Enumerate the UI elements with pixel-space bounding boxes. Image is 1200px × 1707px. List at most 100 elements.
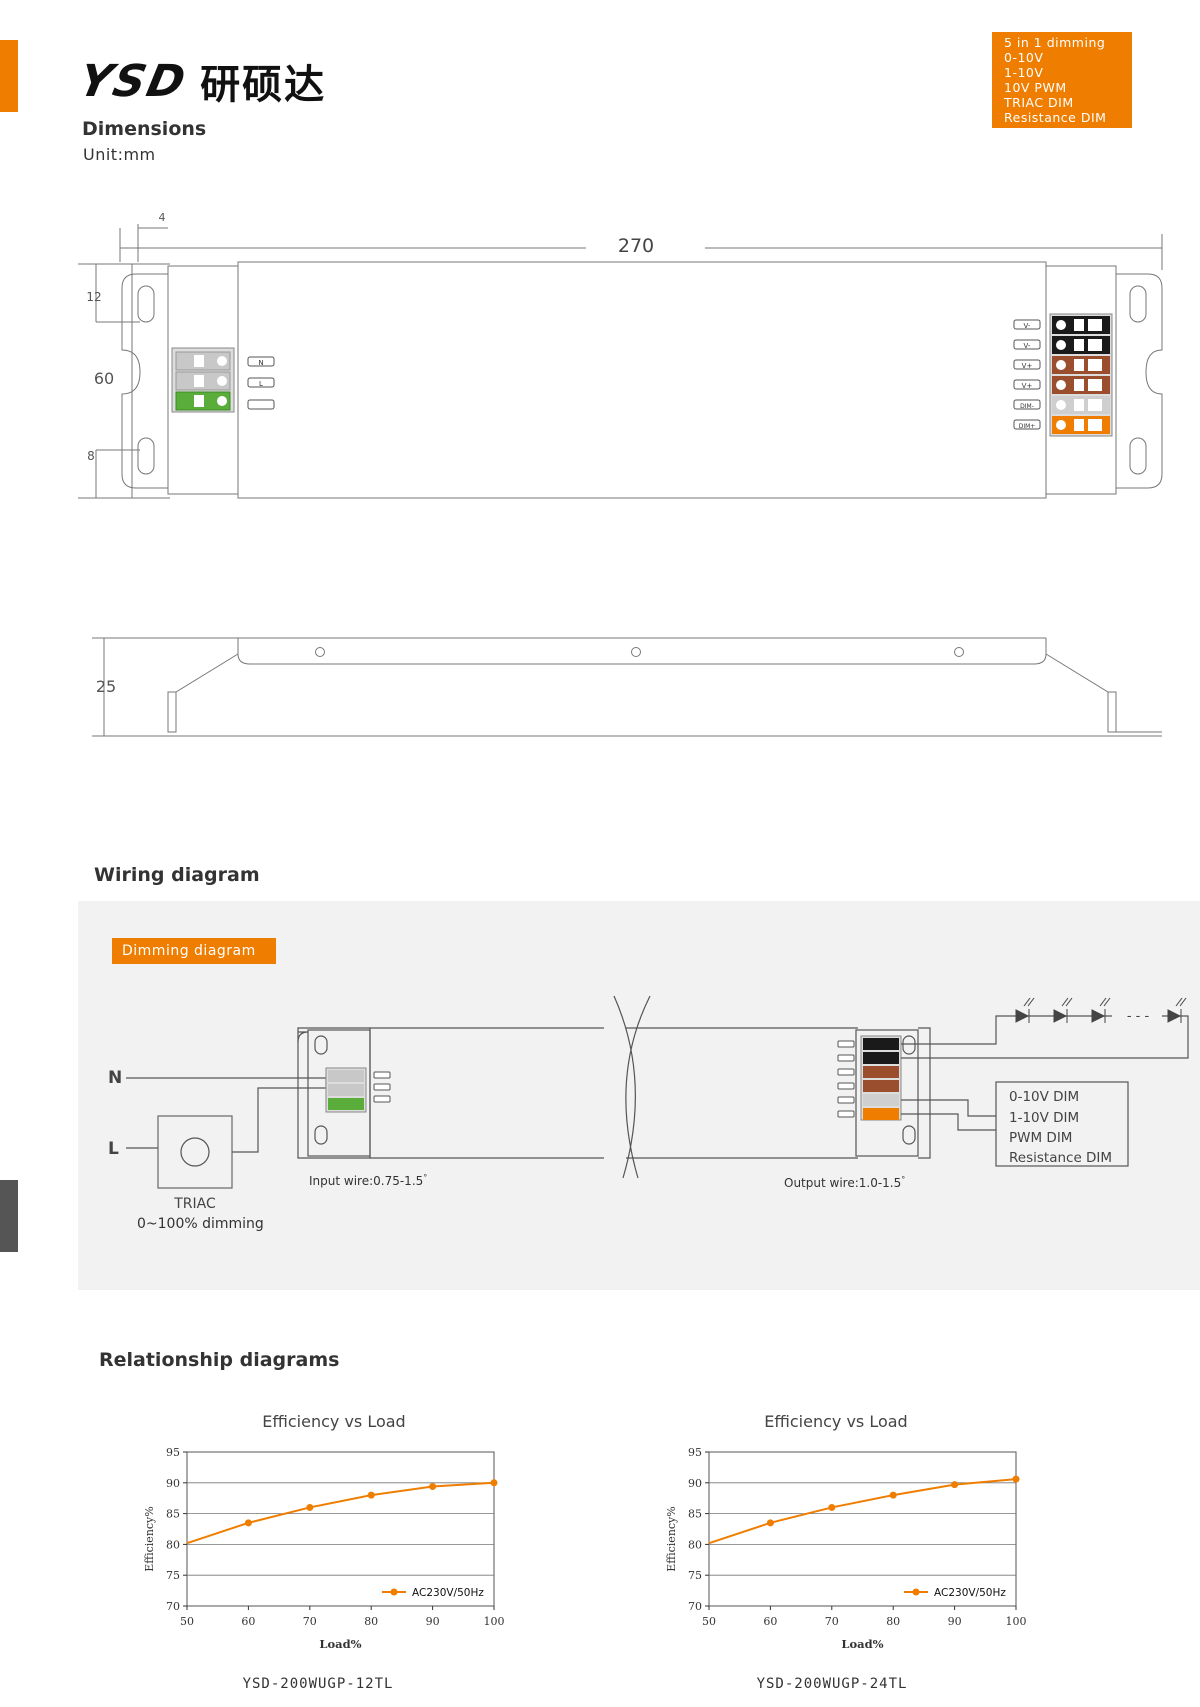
- data-point: [1012, 1475, 1020, 1483]
- data-point: [367, 1491, 375, 1499]
- x-tick-label: 70: [825, 1615, 839, 1628]
- data-point: [828, 1503, 836, 1511]
- data-point: [766, 1519, 774, 1527]
- dim-bottom-margin: 8: [87, 449, 95, 463]
- input-wire-text: Input wire:0.75-1.5: [309, 1174, 424, 1188]
- left-accent-bar: [0, 40, 18, 112]
- output-wire-text: Output wire:1.0-1.5: [784, 1176, 902, 1190]
- badge-line: 1-10V: [1004, 65, 1044, 80]
- x-tick-label: 60: [241, 1615, 255, 1628]
- dim-option: 0-10V DIM: [1009, 1089, 1079, 1105]
- model-name-1: YSD-200WUGP-12TL: [242, 1676, 394, 1692]
- logo-text-cn: 研硕达: [200, 62, 327, 108]
- y-tick-label: 90: [166, 1477, 180, 1490]
- dimming-modes-badge: 5 in 1 dimming 0-10V 1-10V 10V PWM TRIAC…: [992, 32, 1132, 128]
- relationship-title: Relationship diagrams: [99, 1349, 340, 1371]
- series-line: [708, 1478, 1017, 1545]
- y-axis-label: Efficiency%: [143, 1506, 156, 1571]
- x-tick-label: 80: [364, 1615, 378, 1628]
- x-tick-label: 100: [484, 1615, 505, 1628]
- output-term-label: V+: [1022, 362, 1033, 370]
- y-tick-label: 95: [688, 1446, 702, 1459]
- unit-label: Unit:mm: [83, 145, 156, 164]
- legend-swatch-dot: [912, 1588, 920, 1596]
- data-point: [951, 1481, 959, 1489]
- side-view-drawing: 25: [92, 637, 1162, 737]
- dim-option: PWM DIM: [1009, 1130, 1072, 1146]
- triac-range: 0~100% dimming: [137, 1216, 264, 1232]
- output-terminal-block: [1049, 313, 1113, 437]
- dim-width: 60: [94, 369, 114, 388]
- output-term-label: V-: [1024, 342, 1031, 350]
- y-tick-label: 95: [166, 1446, 180, 1459]
- dim-top-margin: 12: [86, 290, 101, 304]
- logo-text-en: YSD: [74, 55, 192, 107]
- chart-1-title: Efficiency vs Load: [262, 1412, 406, 1431]
- dim-length: 270: [618, 235, 654, 257]
- n-label: N: [108, 1068, 122, 1088]
- x-tick-label: 100: [1006, 1615, 1027, 1628]
- badge-line: Resistance DIM: [1004, 110, 1107, 125]
- dim-height: 25: [96, 677, 116, 696]
- data-point: [429, 1482, 437, 1490]
- input-wire-unit: °: [423, 1173, 428, 1182]
- chart-2-title: Efficiency vs Load: [764, 1412, 908, 1431]
- x-axis-label: Load%: [841, 1637, 883, 1651]
- output-term-label: DIM+: [1019, 423, 1036, 430]
- x-tick-label: 80: [886, 1615, 900, 1628]
- y-tick-label: 85: [688, 1508, 702, 1521]
- badge-line: 10V PWM: [1004, 80, 1067, 95]
- plot-area: [186, 1451, 495, 1607]
- y-tick-label: 70: [166, 1600, 180, 1613]
- input-wire-label: Input wire:0.75-1.5°: [309, 1173, 427, 1188]
- wiring-diagram: - - - N L TRIAC 0-10V DIM 1-10V DIM PWM …: [108, 995, 1189, 1212]
- output-term-label: DIM-: [1020, 403, 1034, 410]
- x-tick-label: 50: [702, 1615, 716, 1628]
- data-point: [244, 1519, 252, 1527]
- dim-option: Resistance DIM: [1009, 1150, 1112, 1166]
- x-tick-label: 50: [180, 1615, 194, 1628]
- legend-label: AC230V/50Hz: [412, 1587, 484, 1599]
- y-tick-label: 85: [166, 1508, 180, 1521]
- dim-tab: 4: [159, 211, 166, 224]
- dim-option: 1-10V DIM: [1009, 1110, 1079, 1126]
- x-tick-label: 70: [303, 1615, 317, 1628]
- y-tick-label: 90: [688, 1477, 702, 1490]
- dimensions-title: Dimensions: [82, 118, 207, 140]
- left-side-tab: [0, 1180, 18, 1252]
- y-tick-label: 80: [166, 1538, 180, 1551]
- l-label: L: [108, 1139, 119, 1159]
- dimming-diagram-badge: Dimming diagram: [112, 938, 276, 964]
- x-axis-label: Load%: [319, 1637, 361, 1651]
- output-wire-unit: °: [901, 1175, 906, 1184]
- output-term-label: V+: [1022, 382, 1033, 390]
- output-term-label: V-: [1024, 322, 1031, 330]
- input-term-label: L: [259, 380, 263, 388]
- led-string: [1015, 997, 1187, 1023]
- led-dashes: - - -: [1127, 1009, 1150, 1024]
- badge-line: TRIAC DIM: [1004, 95, 1074, 110]
- y-tick-label: 75: [688, 1569, 702, 1582]
- brand-logo: YSD 研硕达: [75, 52, 327, 110]
- y-tick-label: 75: [166, 1569, 180, 1582]
- x-tick-label: 90: [426, 1615, 440, 1628]
- wiring-title: Wiring diagram: [94, 864, 260, 886]
- badge-line: 0-10V: [1004, 50, 1044, 65]
- y-tick-label: 80: [688, 1538, 702, 1551]
- data-point: [490, 1479, 498, 1487]
- series-line: [186, 1481, 495, 1545]
- y-tick-label: 70: [688, 1600, 702, 1613]
- legend-swatch-dot: [390, 1588, 398, 1596]
- data-point: [889, 1491, 897, 1499]
- legend-label: AC230V/50Hz: [934, 1587, 1006, 1599]
- badge-line: 5 in 1 dimming: [1004, 35, 1106, 50]
- y-axis-label: Efficiency%: [665, 1506, 678, 1571]
- x-tick-label: 90: [948, 1615, 962, 1628]
- plot-area: [708, 1451, 1017, 1607]
- x-tick-label: 60: [763, 1615, 777, 1628]
- input-term-label: N: [258, 359, 263, 367]
- data-point: [306, 1503, 314, 1511]
- output-wire-label: Output wire:1.0-1.5°: [784, 1175, 905, 1190]
